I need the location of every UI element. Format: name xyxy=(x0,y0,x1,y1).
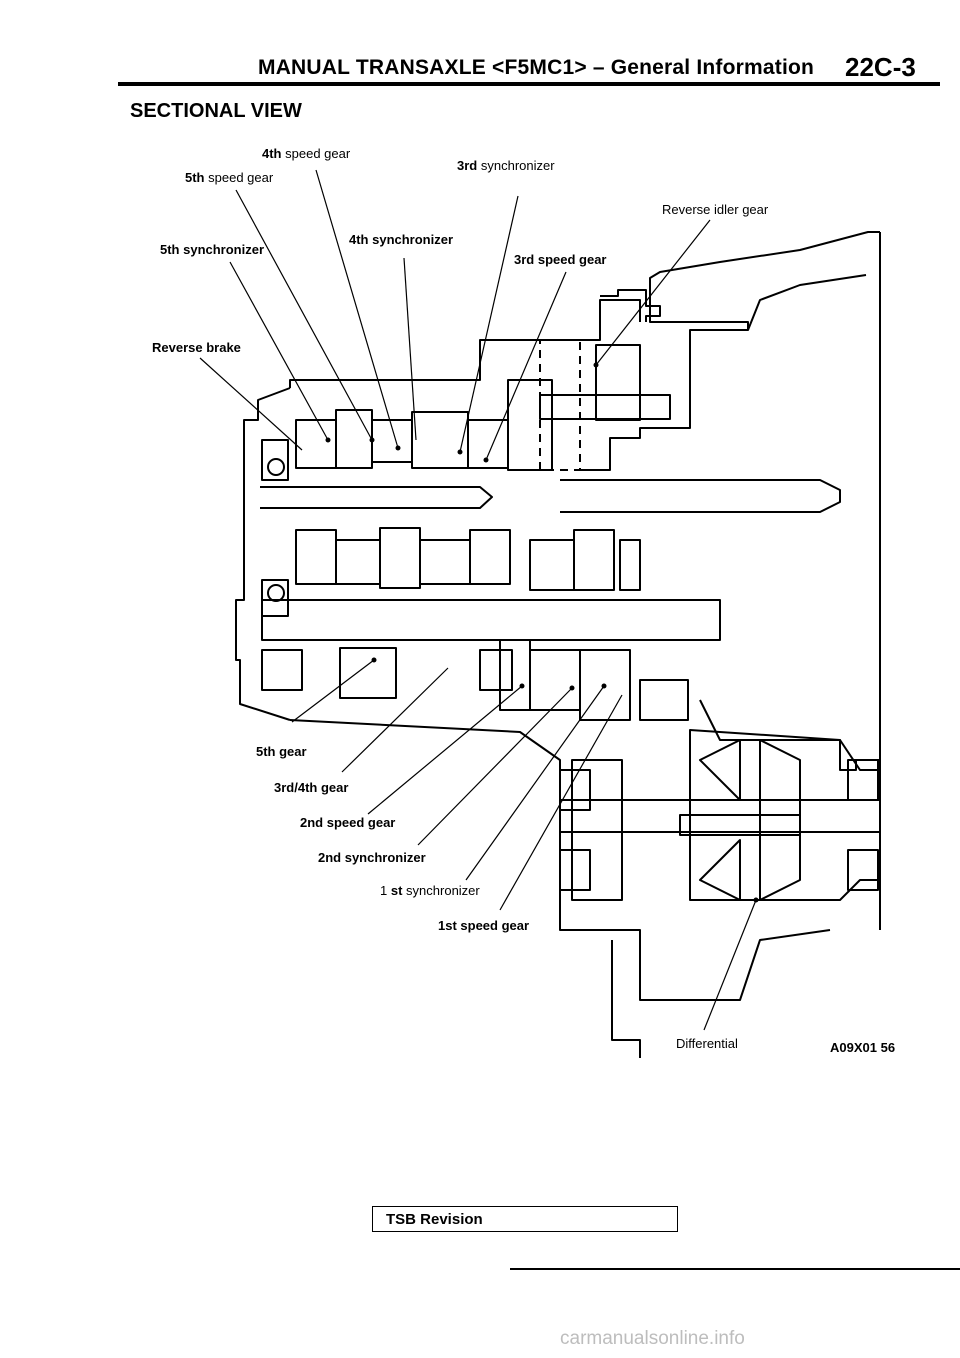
leader-3rd-synchronizer xyxy=(459,195,519,453)
leader-5th-speed-gear xyxy=(235,189,373,441)
page-number: 22C-3 xyxy=(845,52,916,82)
lower-gear-6 xyxy=(529,539,575,591)
case-bottom xyxy=(289,719,831,1001)
bearing-upper xyxy=(261,439,289,481)
label-5th-gear: 5th gear xyxy=(256,744,307,759)
leader-1st-synchronizer xyxy=(465,685,605,881)
leader-reverse-idler-gear xyxy=(595,219,711,366)
reverse-idler-dashed xyxy=(539,339,581,471)
lower-gear-3 xyxy=(379,527,421,589)
label-1st-synchronizer: 1 st synchronizer xyxy=(380,883,480,898)
header-rule xyxy=(118,82,940,86)
ring-gear xyxy=(571,759,623,901)
leader-5th-gear xyxy=(291,659,375,723)
label-3rd-speed-gear: 3rd speed gear xyxy=(514,252,607,267)
leader-4th-synchronizer xyxy=(403,257,417,441)
upper-gear-2 xyxy=(335,409,373,469)
output-gear-7 xyxy=(639,679,689,721)
label-5th-speed-gear: 5th speed gear xyxy=(185,170,274,185)
label-2nd-speed-gear: 2nd speed gear xyxy=(300,815,396,830)
label-4th-synchronizer: 4th synchronizer xyxy=(349,232,454,247)
label-reverse-brake: Reverse brake xyxy=(152,340,241,355)
section-title: SECTIONAL VIEW xyxy=(130,100,302,122)
label-reverse-idler-gear: Reverse idler gear xyxy=(662,202,769,217)
leader-dot-2 xyxy=(369,437,375,443)
leader-4th-speed-gear xyxy=(315,169,399,449)
tsb-revision-label: TSB Revision xyxy=(386,1211,483,1228)
leader-differential xyxy=(703,899,757,1031)
tsb-revision-box xyxy=(372,1206,678,1232)
label-5th-synchronizer: 5th synchronizer xyxy=(160,242,265,257)
lower-gear-4 xyxy=(419,539,471,585)
differential-pinion-top xyxy=(699,739,741,801)
watermark: carmanualsonline.info xyxy=(560,1328,745,1349)
case-bottom-flange xyxy=(611,940,641,1058)
leader-dot-7 xyxy=(371,657,377,663)
bearing-lower xyxy=(261,579,289,617)
leader-dot-3 xyxy=(457,449,463,455)
case-top-cap xyxy=(600,289,661,322)
housing-slope xyxy=(747,274,867,331)
output-gear-5 xyxy=(529,649,581,711)
output-gear-6 xyxy=(579,649,631,721)
lower-gear-5 xyxy=(469,529,511,585)
differential-side-gear-right xyxy=(759,739,801,901)
differential-bearing-left xyxy=(559,769,591,811)
leader-3rd-4th-gear xyxy=(341,667,449,773)
output-gear-1 xyxy=(261,649,303,691)
upper-gear-4 xyxy=(411,411,469,469)
figure-code: A09X01 56 xyxy=(830,1040,896,1055)
input-shaft xyxy=(260,486,493,509)
differential-bearing-right-2 xyxy=(847,849,879,891)
leader-reverse-brake xyxy=(199,357,303,451)
input-shaft-extension xyxy=(560,479,841,513)
leader-1st-speed-gear xyxy=(499,694,623,911)
footer-rule xyxy=(510,1268,960,1270)
leader-dot-8 xyxy=(519,683,525,689)
differential-pinion-center xyxy=(679,814,801,836)
lower-gear-7 xyxy=(573,529,615,591)
lower-gear-2 xyxy=(335,539,381,585)
case-top xyxy=(289,299,641,388)
differential-shaft xyxy=(559,799,881,833)
differential-bearing-right xyxy=(847,759,879,801)
leader-3rd-speed-gear xyxy=(485,271,567,461)
leader-dot-4 xyxy=(593,362,599,368)
label-2nd-synchronizer: 2nd synchronizer xyxy=(318,850,426,865)
leader-dot-1 xyxy=(395,445,401,451)
differential-bearing-left-2 xyxy=(559,849,591,891)
page-header-title: MANUAL TRANSAXLE <F5MC1> – General Infor… xyxy=(258,56,815,79)
leader-dot-11 xyxy=(753,897,759,903)
main-shaft xyxy=(261,599,721,641)
bearing-upper-ball xyxy=(267,458,285,476)
label-differential: Differential xyxy=(676,1036,738,1051)
label-4th-speed-gear: 4th speed gear xyxy=(262,146,351,161)
bearing-lower-ball xyxy=(267,584,285,602)
label-3rd-4th-gear: 3rd/4th gear xyxy=(274,780,349,795)
lower-gear-1 xyxy=(295,529,337,585)
upper-gear-6 xyxy=(507,379,553,471)
lower-gear-8 xyxy=(619,539,641,591)
output-gear-3 xyxy=(479,649,513,691)
leader-dot-9 xyxy=(569,685,575,691)
output-gear-2 xyxy=(339,647,397,699)
leader-dot-5 xyxy=(325,437,331,443)
label-1st-speed-gear: 1st speed gear xyxy=(438,918,530,933)
leader-dot-6 xyxy=(483,457,489,463)
leader-5th-synchronizer xyxy=(229,261,329,441)
leader-2nd-synchronizer xyxy=(417,687,573,846)
label-3rd-synchronizer: 3rd synchronizer xyxy=(457,158,555,173)
differential-pinion-bottom xyxy=(699,839,741,901)
upper-gear-1 xyxy=(295,419,337,469)
reverse-idler-shaft xyxy=(539,394,671,420)
housing-right-outline xyxy=(580,231,881,930)
leader-2nd-speed-gear xyxy=(367,685,523,815)
leader-dot-10 xyxy=(601,683,607,689)
